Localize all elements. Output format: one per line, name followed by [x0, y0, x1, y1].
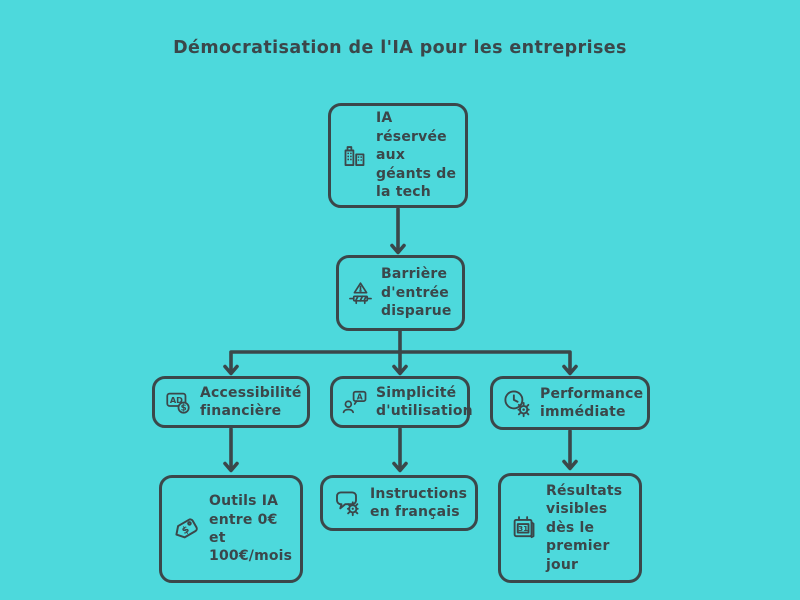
node-label: Outils IA entre 0€ et 100€/mois: [209, 493, 293, 565]
node-label: IA réservée aux géants de la tech: [376, 110, 457, 201]
node-barrier-gone: Barrière d'entrée disparue: [336, 255, 465, 331]
buildings-icon: [341, 142, 368, 169]
node-label: Instructions en français: [370, 485, 468, 520]
node-visible-results: 31 Résultats visibles dès le premier jou…: [498, 473, 642, 583]
node-label: Résultats visibles dès le premier jour: [546, 482, 623, 573]
node-label: Barrière d'entrée disparue: [381, 266, 452, 320]
node-ia-reserved: IA réservée aux géants de la tech: [328, 103, 468, 208]
svg-text:A: A: [357, 392, 363, 401]
chat-gear-icon: [332, 488, 362, 518]
node-label: Simplicité d'utilisation: [376, 384, 473, 419]
clock-gear-icon: [502, 388, 532, 418]
calendar-icon: 31: [509, 513, 539, 543]
node-label: Performance immédiate: [540, 385, 644, 420]
svg-text:$: $: [180, 524, 192, 537]
svg-text:$: $: [181, 404, 187, 414]
price-tag-icon: $: [169, 512, 203, 546]
node-financial-accessibility: AD $ Accessibilité financière: [152, 376, 310, 428]
node-ai-tools-price: $ Outils IA entre 0€ et 100€/mois: [159, 475, 303, 583]
node-immediate-performance: Performance immédiate: [490, 376, 650, 430]
barrier-warning-icon: [347, 280, 374, 307]
svg-text:AD: AD: [170, 395, 183, 405]
node-french-instructions: Instructions en français: [320, 475, 478, 531]
svg-text:31: 31: [518, 524, 528, 533]
node-label: Accessibilité financière: [200, 384, 302, 419]
flowchart-title: Démocratisation de l'IA pour les entrepr…: [173, 38, 627, 58]
paid-ad-icon: AD $: [164, 388, 192, 416]
user-chat-icon: A: [341, 388, 369, 416]
node-ease-of-use: A Simplicité d'utilisation: [330, 376, 473, 428]
